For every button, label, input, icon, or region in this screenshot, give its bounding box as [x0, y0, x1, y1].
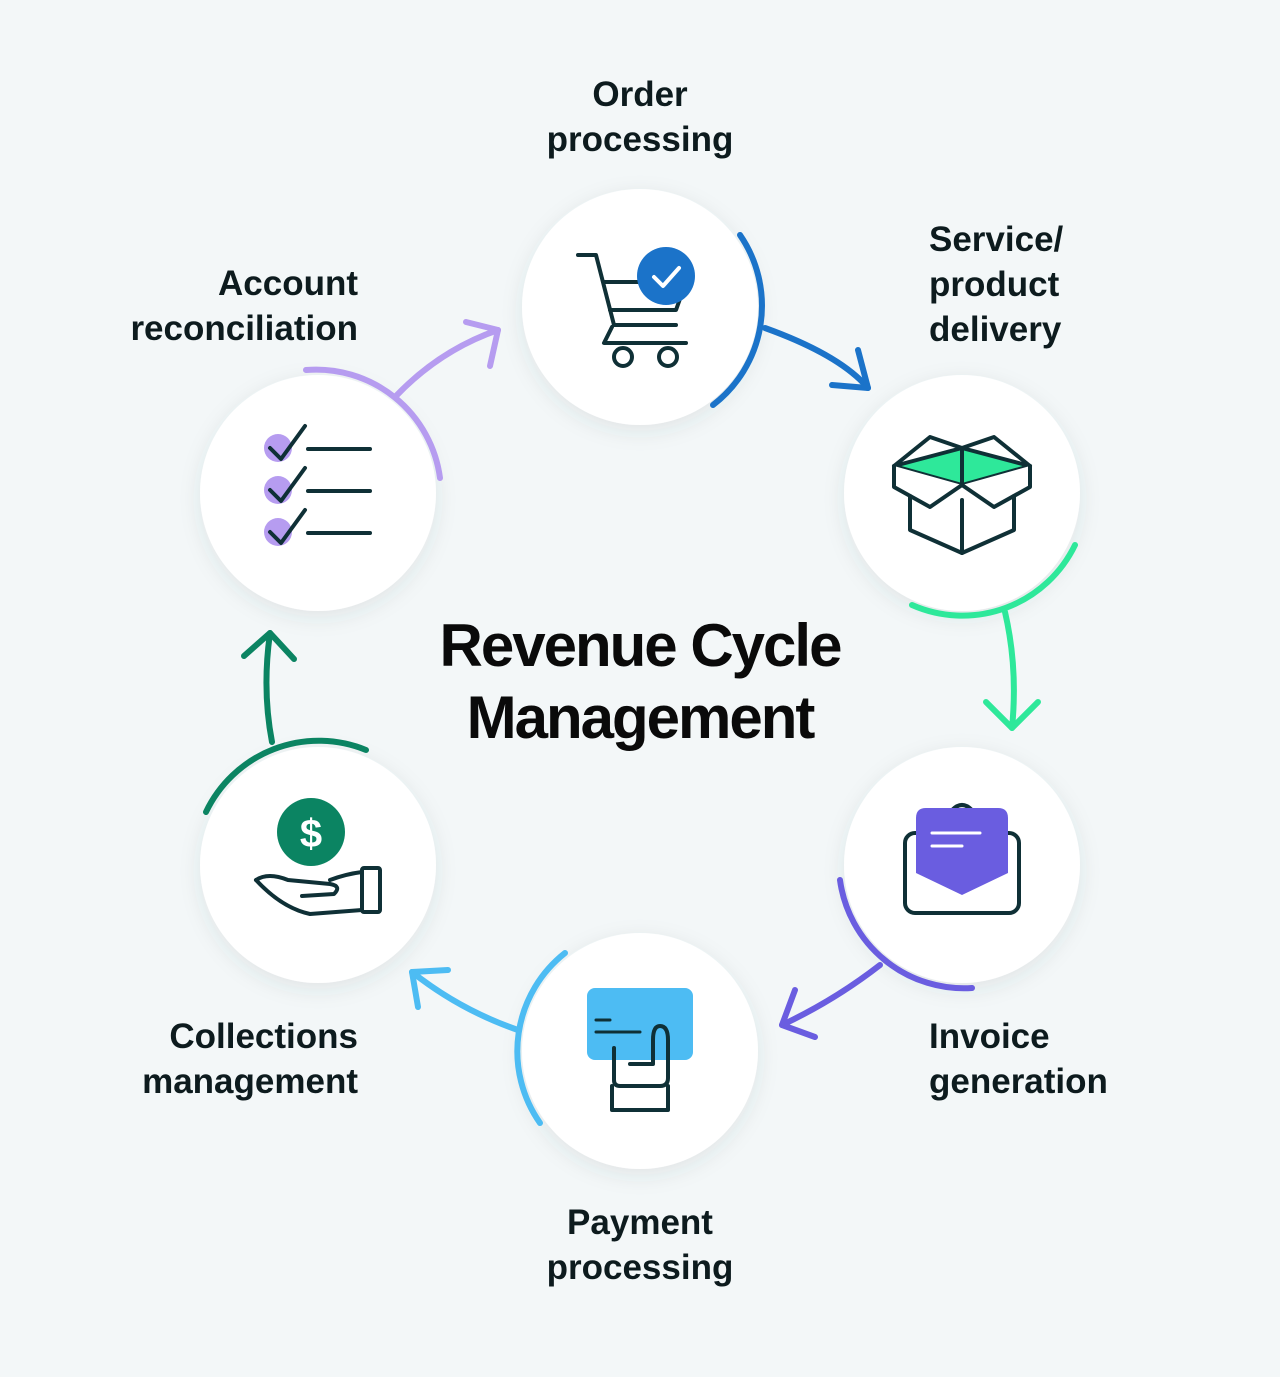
shopping-cart-check-icon [576, 247, 695, 368]
svg-text:$: $ [300, 812, 322, 856]
arrowhead-payment-collections-icon [409, 967, 451, 1010]
arc-delivery [909, 542, 1078, 619]
open-box-icon [892, 435, 1032, 555]
title-line-1: Revenue Cycle [439, 612, 843, 679]
arrowhead-reconciliation-order-icon [463, 319, 501, 369]
arc-order [710, 232, 765, 408]
label-account-reconciliation: Account reconciliation [130, 264, 358, 348]
arrowhead-collections-reconciliation-icon [241, 630, 297, 662]
title-line-2: Management [466, 684, 816, 751]
label-collections-management: Collections management [142, 1017, 358, 1101]
hand-credit-card-icon [587, 988, 693, 1112]
label-service-product-delivery: Service/ product delivery [929, 220, 1064, 349]
node-circle-order [522, 189, 758, 425]
node-circle-delivery [844, 375, 1080, 611]
diagram-title: Revenue Cycle Management [340, 610, 940, 754]
arc-collections [203, 737, 369, 815]
connector-delivery-invoice [1002, 609, 1017, 731]
label-invoice-generation: Invoice generation [929, 1017, 1108, 1101]
label-order-processing: Order processing [546, 75, 734, 159]
label-payment-processing: Payment processing [546, 1203, 734, 1287]
arrowhead-delivery-invoice-icon [983, 699, 1041, 731]
arrowhead-invoice-payment-icon [779, 987, 818, 1040]
connector-order-delivery [762, 325, 871, 391]
connector-reconciliation-order [393, 327, 501, 399]
checklist-icon [264, 424, 372, 546]
hand-dollar-coin-icon: $ [254, 798, 382, 916]
connector-collections-reconciliation [263, 630, 275, 745]
arrowhead-order-delivery-icon [829, 347, 871, 391]
connector-payment-collections [409, 969, 521, 1033]
connector-invoice-payment [779, 962, 883, 1028]
arc-payment [514, 950, 568, 1126]
envelope-letter-icon [903, 803, 1021, 915]
arc-invoice [837, 877, 975, 992]
